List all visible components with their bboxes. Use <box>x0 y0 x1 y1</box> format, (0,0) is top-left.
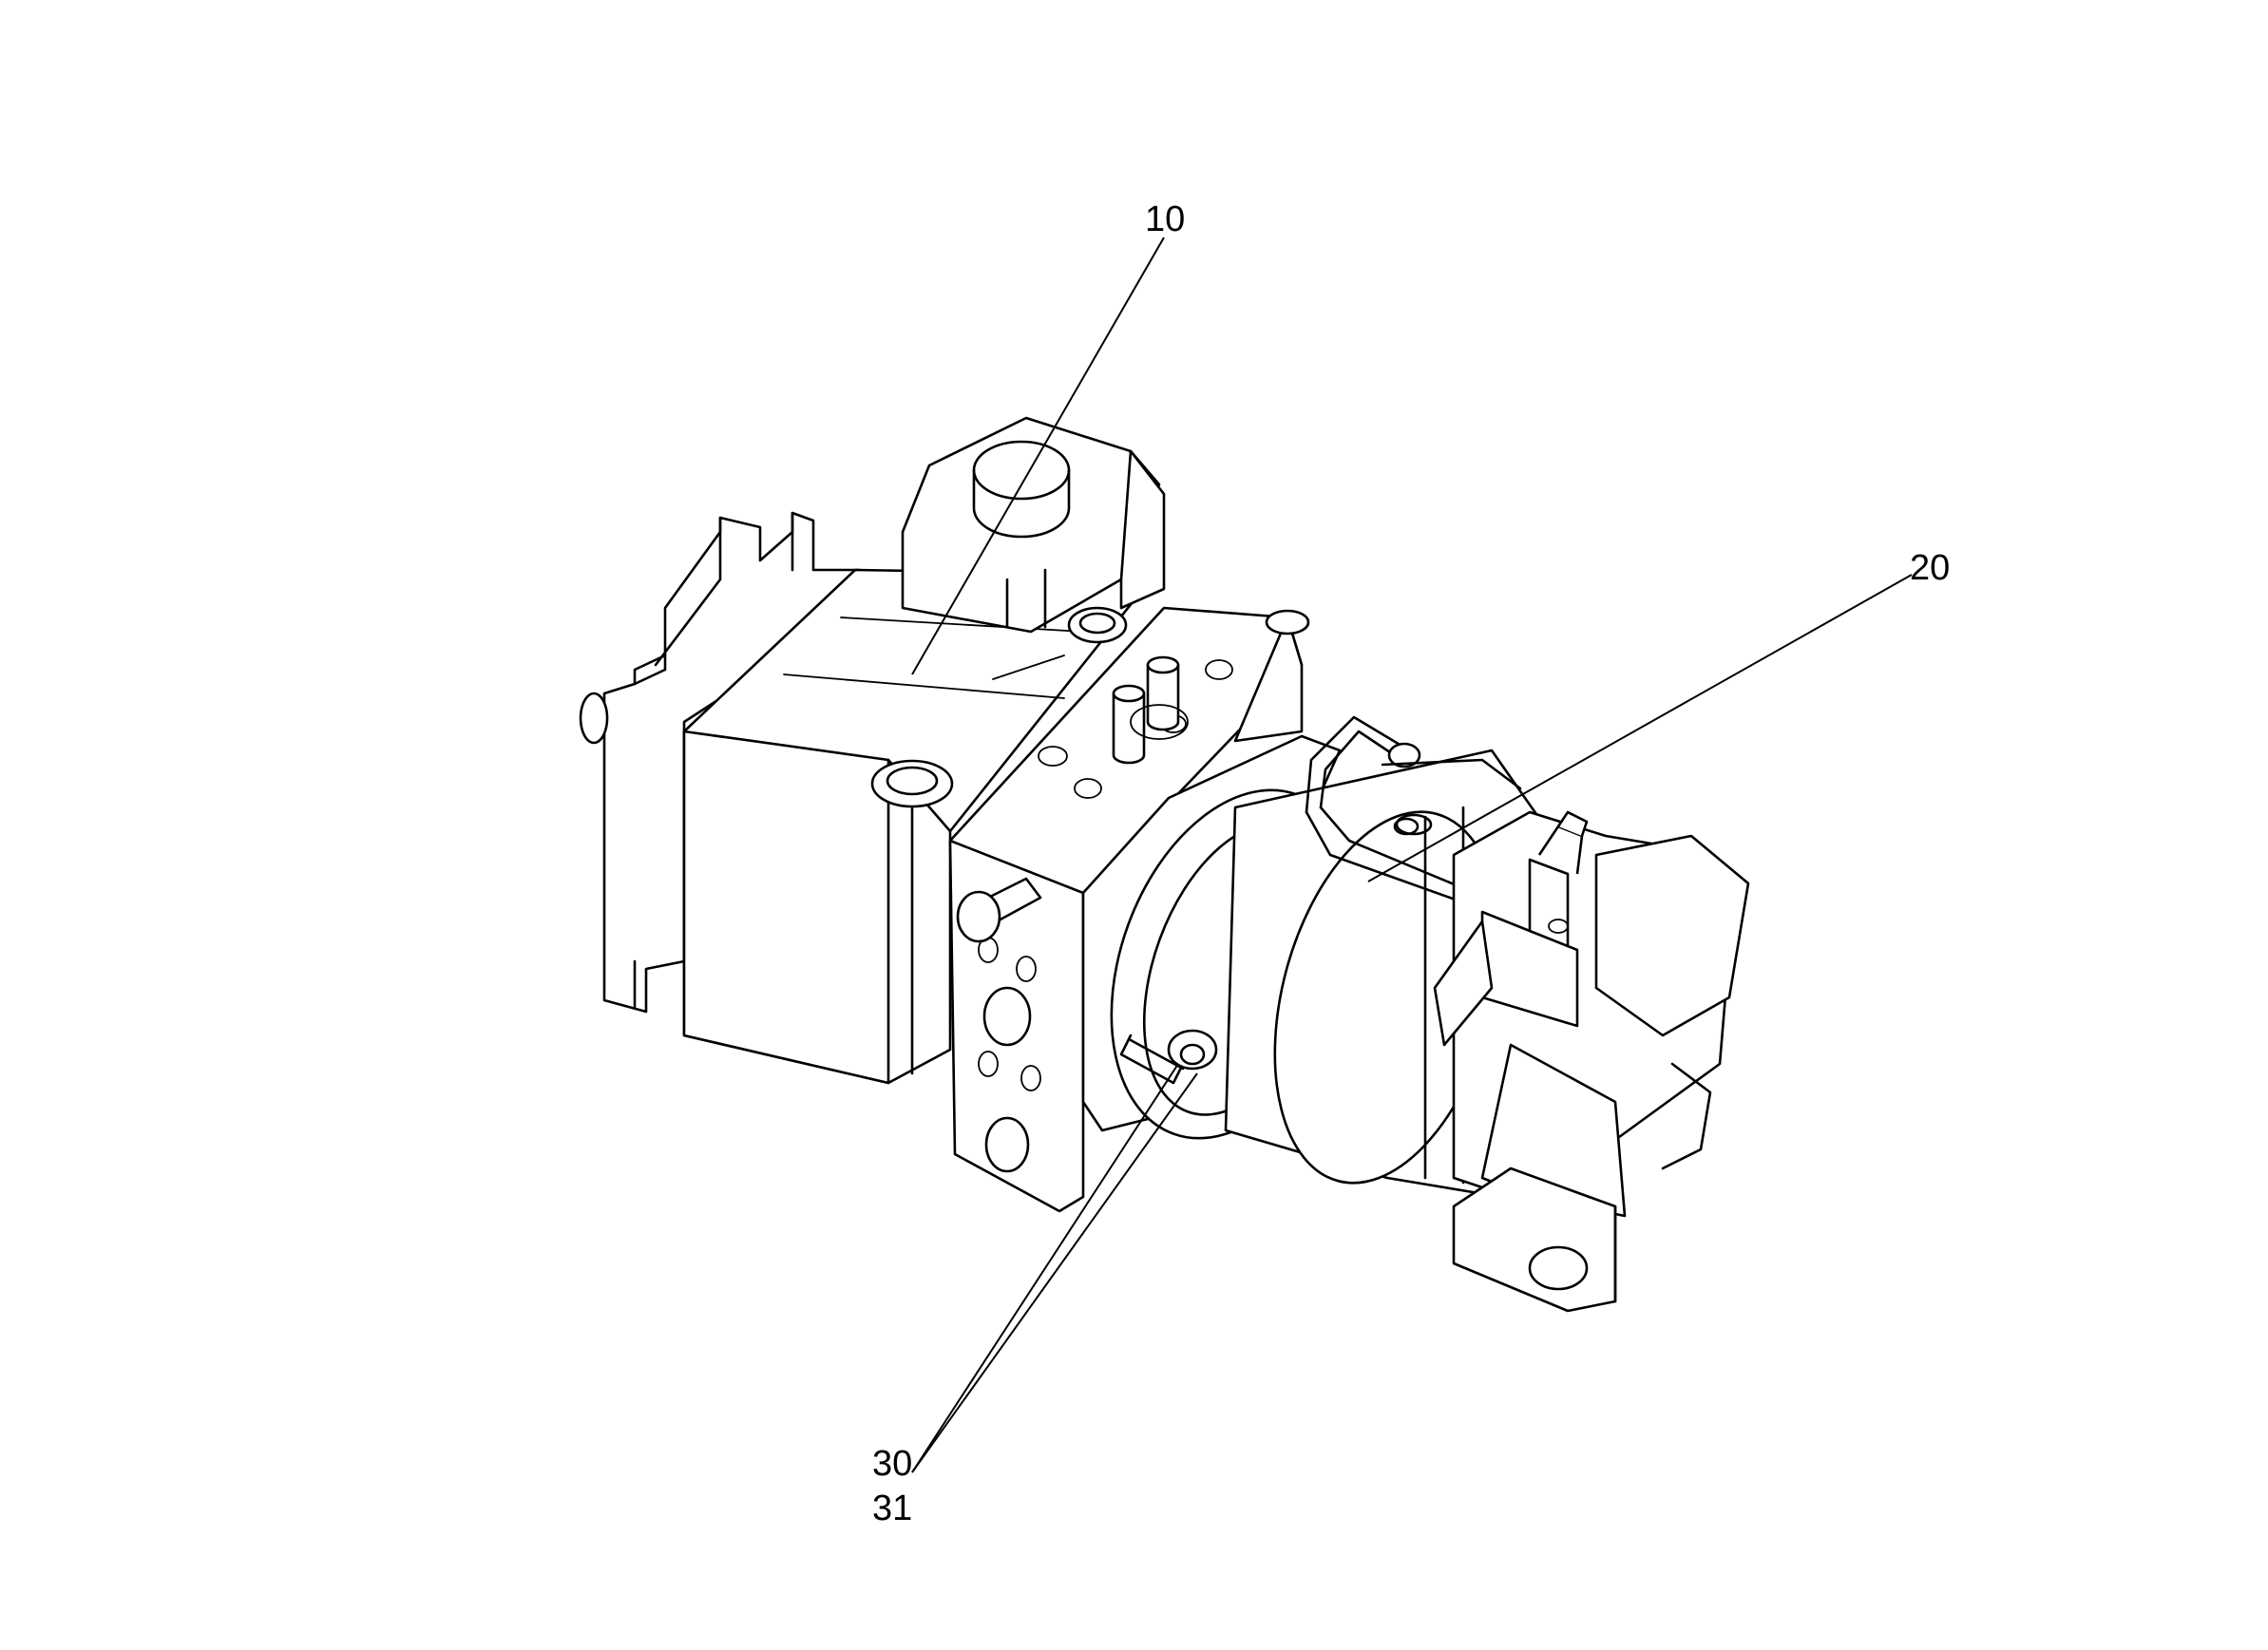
top-reservoir <box>901 416 1166 634</box>
main-housing <box>682 568 1156 1085</box>
leader-10 <box>911 237 1165 675</box>
port-caps <box>870 606 1128 808</box>
valve-block <box>948 606 1310 1213</box>
pipe-loop <box>1305 715 1522 904</box>
drain-fitting <box>1119 1029 1218 1085</box>
callout-20: 20 <box>1910 548 1950 588</box>
leader-30-b <box>911 1072 1198 1473</box>
end-cap-solenoid <box>1433 810 1750 1313</box>
callout-30: 30 <box>872 1444 912 1484</box>
leader-lines <box>911 237 1913 1473</box>
leader-30-a <box>911 1063 1179 1473</box>
callout-10: 10 <box>1145 199 1185 239</box>
callout-31: 31 <box>872 1489 912 1528</box>
leader-20 <box>1367 574 1913 882</box>
